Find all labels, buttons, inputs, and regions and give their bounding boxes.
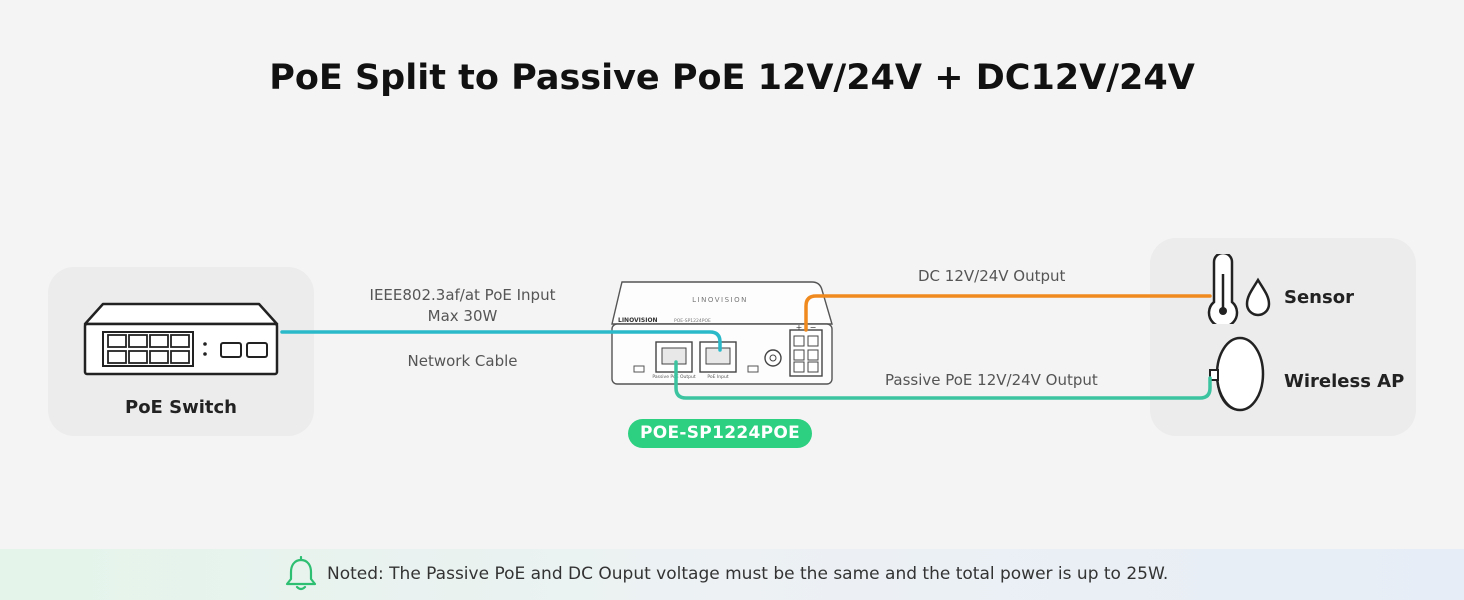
poe-switch-label: PoE Switch	[125, 397, 237, 418]
poe-splitter-device: LINOVISION LINOVISION POE-SP1224POE Pass…	[611, 281, 833, 385]
page-title: PoE Split to Passive PoE 12V/24V + DC12V…	[269, 58, 1195, 98]
footer-note-bar: Noted: The Passive PoE and DC Ouput volt…	[0, 549, 1464, 600]
passive-output-label: Passive PoE 12V/24V Output	[885, 371, 1098, 389]
svg-text:−: −	[810, 323, 817, 332]
svg-text:+: +	[796, 323, 803, 332]
max-power-label: Max 30W	[427, 307, 498, 325]
poe-switch-icon	[83, 302, 279, 376]
splitter-top-brand: LINOVISION	[692, 296, 748, 304]
model-badge: POE-SP1224POE	[628, 419, 812, 448]
dc-output-wire	[804, 294, 1212, 332]
network-cable-wire	[280, 330, 722, 352]
thermometer-humidity-icon	[1207, 254, 1271, 324]
bell-icon	[285, 556, 317, 591]
poe-switch-panel: PoE Switch	[48, 267, 314, 436]
splitter-model-print: POE-SP1224POE	[674, 318, 711, 324]
sensor-label: Sensor	[1284, 287, 1354, 308]
dc-output-label: DC 12V/24V Output	[918, 267, 1066, 285]
poe-input-label: IEEE802.3af/at PoE Input	[369, 286, 556, 304]
passive-port-print: Passive PoE Output	[652, 374, 696, 380]
poe-input-port-print: PoE Input	[707, 374, 728, 380]
network-cable-label: Network Cable	[407, 352, 518, 370]
footer-note-text: Noted: The Passive PoE and DC Ouput volt…	[327, 564, 1169, 584]
passive-output-wire	[674, 360, 1212, 400]
end-devices-panel: Sensor Wireless AP	[1150, 238, 1416, 436]
wireless-ap-icon	[1209, 336, 1265, 412]
splitter-front-brand: LINOVISION	[618, 317, 658, 324]
wireless-ap-label: Wireless AP	[1284, 371, 1405, 392]
